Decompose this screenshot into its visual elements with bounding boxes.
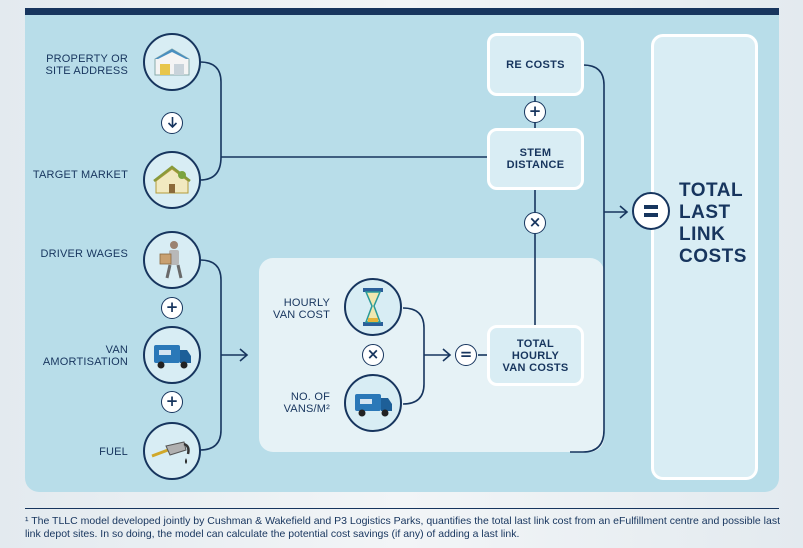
hourglass-icon (344, 278, 402, 336)
times-operator-inner: × (362, 344, 384, 366)
top-bar (25, 8, 779, 15)
stem-distance-box: STEM DISTANCE (487, 128, 584, 190)
van-icon (143, 326, 201, 384)
equals-result-icon (632, 192, 670, 230)
re-costs-box: RE COSTS (487, 33, 584, 96)
vans-per-m2-label: NO. OF VANS/M² (283, 391, 330, 415)
total-result-box (651, 34, 758, 480)
total-hourly-van-costs-box: TOTAL HOURLY VAN COSTS (487, 325, 584, 386)
footnote-divider (25, 508, 779, 509)
warehouse-icon (143, 33, 201, 91)
delivery-man-icon (143, 231, 201, 289)
target-market-label: TARGET MARKET (32, 169, 128, 181)
fuel-label: FUEL (99, 446, 128, 458)
total-last-link-costs-label: TOTAL LAST LINK COSTS (679, 180, 747, 267)
times-operator-stem: × (524, 212, 546, 234)
house-icon (143, 151, 201, 209)
arrow-down-icon (161, 112, 183, 134)
fuel-nozzle-icon (143, 422, 201, 480)
van-amortisation-label: VAN AMORTISATION (42, 344, 128, 368)
plus-operator-2: + (161, 391, 183, 413)
footnote: ¹ The TLLC model developed jointly by Cu… (25, 515, 781, 540)
hourly-van-cost-label: HOURLY VAN COST (272, 297, 330, 321)
plus-operator-top: + (524, 101, 546, 123)
vans-icon (344, 374, 402, 432)
property-label: PROPERTY OR SITE ADDRESS (45, 53, 128, 77)
plus-operator-1: + (161, 297, 183, 319)
driver-wages-label: DRIVER WAGES (40, 248, 128, 260)
equals-operator-inner: = (455, 344, 477, 366)
